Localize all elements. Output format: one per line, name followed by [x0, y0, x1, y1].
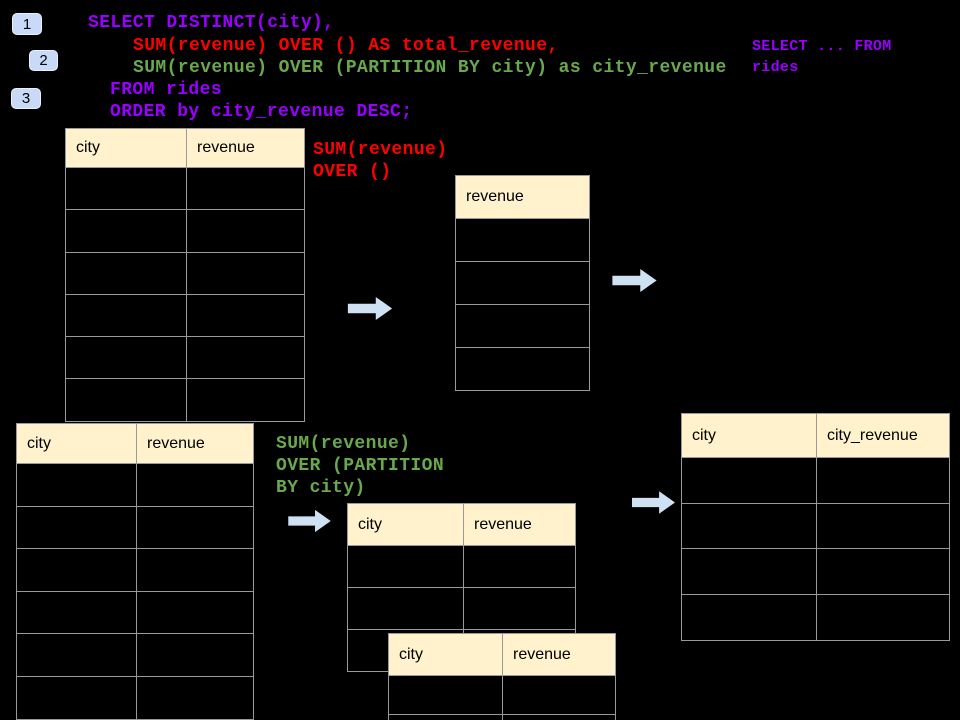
sql-line: ORDER by city_revenue DESC; [110, 102, 413, 122]
empty-row [388, 675, 616, 715]
sql-line: FROM rides [110, 80, 223, 100]
column-header: city [16, 423, 137, 464]
flow-arrow-right-4 [632, 489, 675, 516]
empty-row [681, 594, 950, 641]
column-header: city_revenue [816, 413, 950, 458]
column-header: city [65, 128, 187, 168]
empty-row [16, 505, 254, 550]
empty-row [16, 675, 254, 720]
table-revenue-total: revenue [455, 175, 590, 391]
empty-row [455, 218, 590, 262]
label-sum-over-total: SUM(revenue) OVER () [313, 140, 448, 182]
empty-row [347, 587, 576, 630]
empty-row [347, 545, 576, 588]
column-header: revenue [463, 503, 576, 546]
column-header: city [388, 633, 503, 676]
flow-arrow-right-3 [287, 509, 332, 533]
empty-row [16, 633, 254, 677]
sql-line: SUM(revenue) OVER () AS total_revenue, [133, 36, 559, 56]
sql-side-note: SELECT ... FROM rides [752, 38, 892, 76]
empty-row [65, 251, 305, 295]
step-badge-2: 2 [29, 50, 58, 71]
column-header: city [681, 413, 817, 458]
empty-row [65, 209, 305, 253]
flow-arrow-right-2 [612, 268, 657, 293]
flow-arrow-right-1 [347, 296, 393, 321]
column-header: revenue [455, 175, 590, 219]
empty-row [455, 347, 590, 391]
empty-row [681, 502, 950, 550]
empty-row [65, 336, 305, 380]
sql-line: SUM(revenue) OVER (PARTITION BY city) as… [133, 58, 727, 78]
step-badge-3: 3 [11, 88, 41, 109]
empty-row [455, 304, 590, 348]
sql-query-code: SELECT DISTINCT(city), SUM(revenue) OVER … [0, 0, 960, 125]
empty-row [16, 463, 254, 507]
label-sum-over-partition: SUM(revenue) OVER (PARTITION BY city) [276, 434, 445, 498]
empty-row [16, 590, 254, 635]
step-badge-1: 1 [12, 13, 42, 35]
empty-row [65, 293, 305, 338]
empty-row [681, 457, 950, 504]
column-header: revenue [186, 128, 305, 168]
empty-row [681, 548, 950, 596]
sql-line: SELECT DISTINCT(city), [88, 13, 335, 33]
empty-row [455, 261, 590, 305]
empty-row [388, 714, 616, 720]
column-header: revenue [136, 423, 254, 464]
empty-row [65, 166, 305, 211]
empty-row [16, 548, 254, 592]
column-header: city [347, 503, 464, 546]
column-header: revenue [502, 633, 616, 676]
empty-row [65, 378, 305, 422]
